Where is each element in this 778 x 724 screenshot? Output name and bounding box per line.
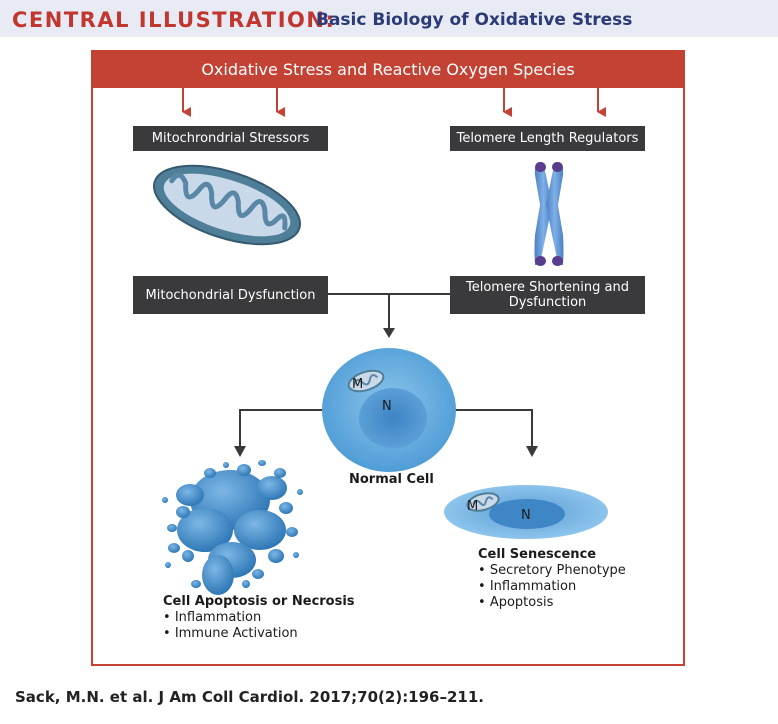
telomere-dysfunction-box: Telomere Shortening and Dysfunction [450, 276, 645, 314]
apoptosis-text: Cell Apoptosis or Necrosis • Inflammatio… [163, 594, 355, 642]
top-banner-text: Oxidative Stress and Reactive Oxygen Spe… [201, 60, 575, 79]
mitochondrial-dysfunction-label: Mitochondrial Dysfunction [145, 287, 316, 303]
normal-cell-label: Normal Cell [349, 472, 434, 487]
senescence-bullet-1: • Secretory Phenotype [478, 563, 626, 578]
senescence-title: Cell Senescence [478, 547, 597, 562]
chromosome-icon [534, 162, 564, 266]
mitochondrion-icon [153, 164, 301, 246]
normal-cell-mito-mark: M [352, 377, 364, 392]
senescence-bullet-3: • Apoptosis [478, 595, 554, 610]
senescent-nucleus-mark: N [521, 508, 531, 523]
apoptosis-bullet-2: • Immune Activation [163, 626, 298, 641]
senescence-text: Cell Senescence • Secretory Phenotype • … [478, 547, 626, 611]
telomere-dysfunction-label-line2: Dysfunction [508, 295, 587, 310]
apoptosis-bullet-1: • Inflammation [163, 610, 262, 625]
cell-icon [322, 348, 456, 472]
telomere-regulators-label: Telomere Length Regulators [456, 131, 639, 146]
mitochondrial-dysfunction-box: Mitochondrial Dysfunction [133, 276, 328, 314]
header-bar: CENTRAL ILLUSTRATION: Basic Biology of O… [0, 0, 778, 37]
senescence-bullet-2: • Inflammation [478, 579, 577, 594]
top-banner: Oxidative Stress and Reactive Oxygen Spe… [91, 50, 685, 88]
normal-cell-nucleus-mark: N [382, 399, 392, 414]
mitochondrial-stressors-label: Mitochrondrial Stressors [151, 131, 310, 146]
apoptosis-title: Cell Apoptosis or Necrosis [163, 594, 355, 609]
apoptotic-cell-icon [162, 460, 303, 595]
senescent-mito-mark: M [467, 499, 479, 514]
branch-arrows [234, 409, 538, 457]
illustration-title: Basic Biology of Oxidative Stress [316, 10, 633, 30]
telomere-dysfunction-label-line1: Telomere Shortening and [466, 280, 629, 295]
senescent-cell-icon [444, 485, 608, 539]
citation: Sack, M.N. et al. J Am Coll Cardiol. 201… [15, 688, 485, 706]
convergence-connector [328, 293, 450, 338]
mitochondrial-stressors-box: Mitochrondrial Stressors [133, 126, 328, 151]
stressor-arrows [182, 88, 606, 117]
central-illustration-label: CENTRAL ILLUSTRATION: [12, 8, 336, 32]
telomere-regulators-box: Telomere Length Regulators [450, 126, 645, 151]
